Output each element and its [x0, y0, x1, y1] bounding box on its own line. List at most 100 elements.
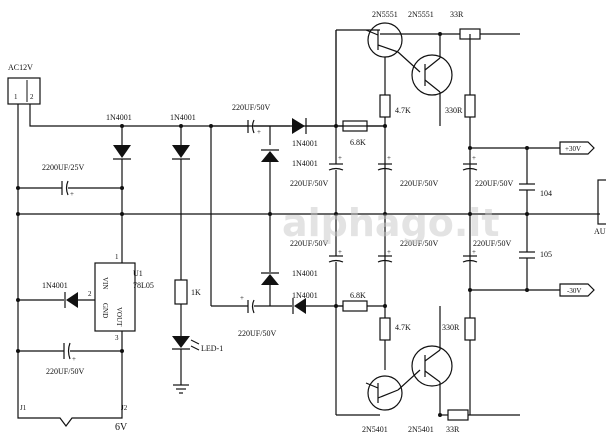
svg-text:+: +	[338, 154, 342, 162]
resistor-1k: 1K	[174, 279, 201, 336]
cap-top-in-label: 220UF/50V	[232, 103, 270, 112]
cap-a3: + 220UF/50V	[462, 154, 513, 188]
ac-pin2-label: 2	[30, 93, 34, 101]
svg-text:+: +	[338, 248, 342, 256]
reg-vout-label: VOUT	[115, 307, 123, 327]
cap-bot-in-label: 220UF/50V	[238, 329, 276, 338]
reg-pin2-label: 2	[88, 290, 92, 298]
cap-a1-label: 220UF/50V	[290, 179, 328, 188]
led-label: LED-1	[201, 344, 223, 353]
capacitor-bot-input: + 220UF/50V	[238, 294, 276, 338]
r-top-label: 6.8K	[350, 138, 366, 147]
out-6v-label: 6V	[115, 422, 128, 433]
r-led-label: 1K	[191, 288, 201, 297]
resistor-6k8-bot: 6.8K	[336, 291, 385, 312]
diode-reg: 1N4001	[18, 281, 95, 308]
transistor-q3-2n5401: 2N5401	[362, 375, 403, 434]
cap-a2-label: 220UF/50V	[400, 179, 438, 188]
resistor-330r-bot: 330R	[442, 317, 476, 415]
cap-a2: + 220UF/50V	[377, 154, 438, 188]
diode-bot-2: 1N4001	[292, 291, 343, 314]
cap-2200uf-label: 2200UF/25V	[42, 163, 84, 172]
ac-input-label: AC12V	[8, 63, 33, 72]
capacitor-2200uf: + 2200UF/25V	[18, 163, 122, 198]
transistor-q2-2n5551: 2N5551	[408, 10, 453, 96]
junction-dots	[16, 32, 529, 417]
r-330-top-label: 330R	[445, 106, 463, 115]
watermark: alphago.it	[282, 201, 500, 245]
output-pos-tag: +30V	[559, 141, 595, 155]
diode-d2: 1N4001	[170, 113, 196, 280]
reg-pin1-label: 1	[115, 253, 119, 261]
reg-vin-label: VIN	[101, 277, 109, 289]
d-top-1-label: 1N4001	[292, 139, 318, 148]
reg-gnd-label: GND	[101, 303, 109, 318]
d-bot-1-label: 1N4001	[292, 269, 318, 278]
out-neg-label: -30V	[567, 287, 581, 295]
led-indicator: LED-1	[172, 336, 223, 394]
j1-label: J1	[20, 404, 27, 412]
d1-label: 1N4001	[106, 113, 132, 122]
diode-top-2: 1N4001	[261, 126, 318, 214]
cap-105: 105	[519, 214, 552, 290]
diode-bot-1: 1N4001	[261, 214, 318, 306]
diode-top-1: 1N4001	[292, 118, 343, 148]
au-label: AU	[594, 227, 606, 236]
svg-text:+: +	[240, 294, 244, 302]
cap-b1: + 220UF/50V	[290, 214, 344, 306]
capacitor-reg-out: + 220UF/50V	[18, 342, 122, 376]
q4-label: 2N5401	[408, 425, 434, 434]
cap-a3-label: 220UF/50V	[475, 179, 513, 188]
cap-a1: + 220UF/50V	[290, 126, 344, 214]
q1-label: 2N5551	[372, 10, 398, 19]
reg-name-label: U1	[133, 269, 143, 278]
r-47-top-label: 4.7K	[395, 106, 411, 115]
output-neg-tag: -30V	[559, 283, 595, 297]
r-330-bot-label: 330R	[442, 323, 460, 332]
d-top-2-label: 1N4001	[292, 159, 318, 168]
resistor-6k8-top: 6.8K	[342, 120, 385, 147]
svg-text:+: +	[387, 154, 391, 162]
svg-text:+: +	[472, 248, 476, 256]
reg-pin3-label: 3	[115, 334, 119, 342]
resistor-33r-top: 33R	[440, 10, 520, 40]
cap-104-label: 104	[540, 189, 552, 198]
svg-text:+: +	[257, 128, 261, 136]
cap-b3-label: 220UF/50V	[473, 239, 511, 248]
cap-105-label: 105	[540, 250, 552, 259]
ac-line-top	[29, 104, 385, 127]
cap-104: 104	[519, 148, 552, 214]
cap-reg-out-label: 220UF/50V	[46, 367, 84, 376]
d2-label: 1N4001	[170, 113, 196, 122]
out-pos-label: +30V	[565, 145, 581, 153]
svg-text:+: +	[70, 190, 74, 198]
cap-b1-label: 220UF/50V	[290, 239, 328, 248]
svg-text:+: +	[72, 355, 76, 363]
ac-input-connector: AC12V 1 2	[7, 63, 41, 105]
q3-label: 2N5401	[362, 425, 388, 434]
reg-part-label: 78L05	[133, 281, 154, 290]
resistor-4k7-top: 4.7K	[379, 94, 411, 214]
output-6v-connector: J1 J2 6V	[17, 404, 128, 433]
ac-pin1-label: 1	[14, 93, 18, 101]
r-33-top-label: 33R	[450, 10, 464, 19]
svg-text:+: +	[472, 154, 476, 162]
r-47-bot-label: 4.7K	[395, 323, 411, 332]
resistor-33r-bot: 33R	[440, 409, 520, 434]
capacitor-top-input: + 220UF/50V	[232, 103, 270, 136]
cap-b2-label: 220UF/50V	[400, 239, 438, 248]
r-bot-label: 6.8K	[350, 291, 366, 300]
j2-label: J2	[121, 404, 128, 412]
output-connector-au: AU	[594, 179, 606, 236]
diode-d1: 1N4001	[106, 113, 132, 263]
r-33-bot-label: 33R	[446, 425, 460, 434]
d-bot-2-label: 1N4001	[292, 291, 318, 300]
svg-text:+: +	[387, 248, 391, 256]
resistor-4k7-bot: 4.7K	[379, 317, 411, 370]
regulator-78l05: VIN VOUT GND U1 78L05 1 2 3	[88, 253, 154, 405]
q2-label: 2N5551	[408, 10, 434, 19]
transistor-q4-2n5401: 2N5401	[408, 345, 453, 434]
d-reg-label: 1N4001	[42, 281, 68, 290]
